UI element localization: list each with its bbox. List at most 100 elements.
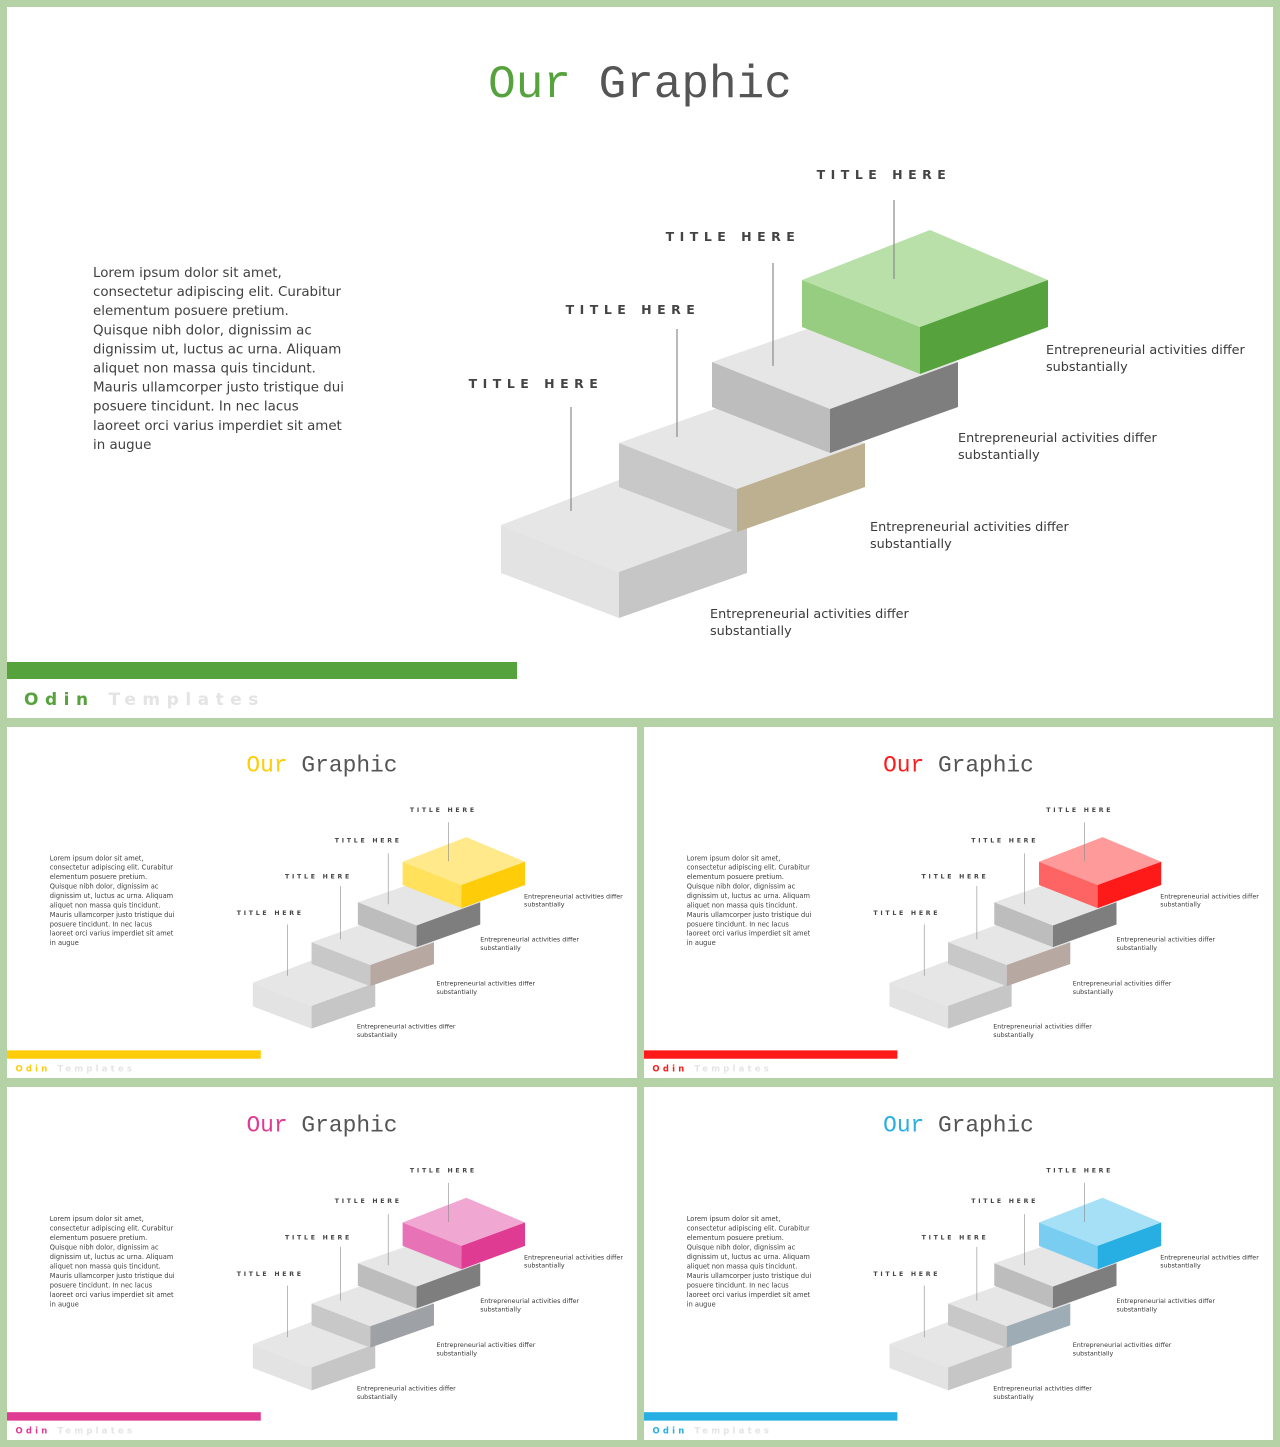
body-line: laoreet orci varius imperdiet sit amet	[687, 1291, 811, 1299]
page-title: Our Graphic	[883, 1113, 1034, 1139]
body-line: in augue	[93, 438, 151, 453]
body-line: laoreet orci varius imperdiet sit amet	[50, 930, 174, 938]
body-line: laoreet orci varius imperdiet sit amet	[50, 1291, 174, 1299]
step-title-2: TITLE HERE	[285, 1234, 352, 1241]
page-title: Our Graphic	[883, 752, 1034, 778]
body-line: Lorem ipsum dolor sit amet,	[687, 854, 781, 862]
body-line: Mauris ullamcorper justo tristique dui	[50, 911, 175, 919]
footer-accent-bar	[7, 1412, 261, 1421]
step-side-face	[461, 1222, 526, 1270]
step-side-face	[1006, 1303, 1071, 1348]
staircase-graphic	[501, 230, 1048, 618]
title-main-word: Graphic	[571, 59, 792, 111]
step-title-1: TITLE HERE	[237, 910, 304, 917]
staircase-graphic	[252, 837, 526, 1029]
footer-accent-bar	[7, 662, 517, 679]
body-line: Quisque nibh dolor, dignissim ac	[50, 883, 159, 891]
step-front-face	[1038, 1222, 1098, 1270]
step-top-face	[402, 837, 526, 885]
step-front-face	[1038, 861, 1098, 909]
step-title-4: TITLE HERE	[410, 807, 477, 814]
step-side-face	[416, 902, 481, 948]
step-title-3: TITLE HERE	[971, 1198, 1038, 1205]
step-side-face	[737, 443, 865, 532]
footer-accent-bar	[644, 1050, 898, 1059]
step-title-1: TITLE HERE	[873, 1271, 940, 1278]
page-title: Our Graphic	[246, 753, 397, 779]
step-title-4: TITLE HERE	[1046, 807, 1113, 814]
body-line: Lorem ipsum dolor sit amet,	[50, 854, 144, 862]
step-4	[402, 1197, 526, 1270]
body-line: consectetur adipiscing elit. Curabitur	[687, 1225, 810, 1233]
body-paragraph: Lorem ipsum dolor sit amet,consectetur a…	[50, 1215, 175, 1308]
step-4	[802, 230, 1048, 374]
title-main-word: Graphic	[288, 753, 398, 779]
body-line: posuere tincidunt. In nec lacus	[687, 1281, 790, 1289]
body-line: Mauris ullamcorper justo tristique dui	[687, 1272, 812, 1280]
step-side-face	[461, 861, 526, 909]
step-title-2: TITLE HERE	[285, 874, 352, 881]
body-line: elementum posuere pretium.	[687, 873, 784, 881]
step-side-face	[1097, 1222, 1162, 1270]
body-line: posuere tincidunt. In nec lacus	[687, 920, 790, 928]
body-line: consectetur adipiscing elit. Curabitur	[687, 864, 810, 872]
step-front-face	[948, 1303, 1007, 1348]
body-line: dignissim ut, luctus ac urna. Aliquam	[93, 342, 341, 357]
footer-accent-bar	[644, 1412, 898, 1421]
step-title-3: TITLE HERE	[971, 838, 1038, 845]
body-line: posuere tincidunt. In nec lacus	[93, 400, 299, 415]
step-top-face	[889, 1321, 1012, 1368]
step-front-face	[252, 982, 312, 1029]
step-front-face	[402, 1222, 462, 1270]
body-paragraph: Lorem ipsum dolor sit amet, consectetur a…	[687, 854, 812, 947]
step-front-face	[889, 982, 949, 1029]
step-title-2: TITLE HERE	[566, 302, 701, 317]
step-front-face	[948, 942, 1007, 987]
body-line: Mauris ullamcorper justo tristique dui	[687, 911, 812, 919]
step-front-face	[994, 902, 1053, 948]
step-side-face	[948, 982, 1012, 1029]
title-accent-word: Our	[488, 59, 571, 111]
staircase-graphic	[889, 1197, 1162, 1391]
step-side-face	[311, 982, 376, 1029]
step-top-face	[1038, 837, 1162, 885]
step-4	[402, 837, 526, 909]
body-line: in augue	[687, 1300, 716, 1308]
title-accent-word: Our	[246, 1113, 287, 1139]
body-line: dignissim ut, luctus ac urna. Aliquam	[50, 892, 173, 900]
title-accent-word: Our	[246, 753, 287, 779]
step-front-face	[357, 1263, 417, 1309]
staircase-graphic	[889, 837, 1162, 1029]
body-line: in augue	[50, 1300, 79, 1308]
step-title-4: TITLE HERE	[817, 167, 952, 182]
step-1	[252, 1321, 376, 1391]
body-line: Mauris ullamcorper justo tristique dui	[93, 381, 344, 396]
body-line: laoreet orci varius imperdiet sit amet	[687, 930, 811, 938]
step-front-face	[889, 1344, 949, 1391]
title-main-word: Graphic	[288, 1113, 398, 1139]
staircase-graphic	[252, 1197, 526, 1391]
body-paragraph: Lorem ipsum dolor sit amet,consectetur a…	[687, 1215, 812, 1308]
step-4	[1038, 1197, 1162, 1270]
step-front-face	[802, 280, 920, 374]
body-line: aliquet non massa quis tincidunt.	[50, 1262, 161, 1270]
page-title: Our Graphic	[246, 1113, 397, 1139]
step-top-face	[1038, 1197, 1162, 1246]
